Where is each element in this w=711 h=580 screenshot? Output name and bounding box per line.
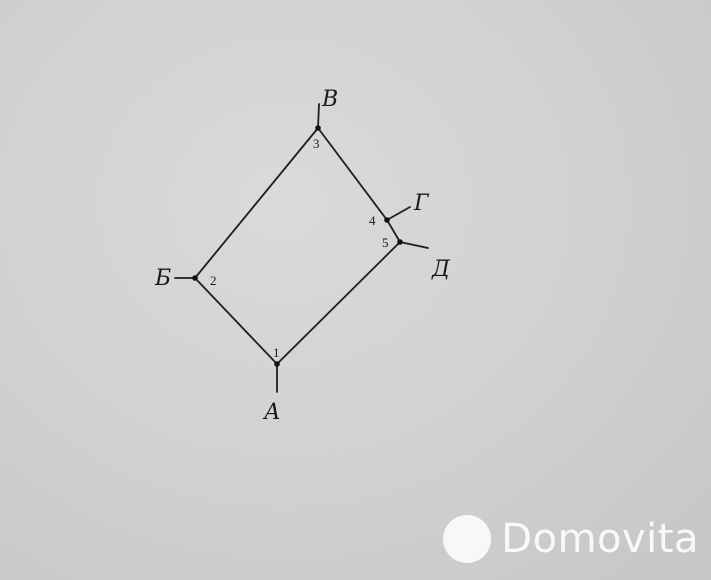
stub-d [399,241,429,249]
watermark-text: Domovita [501,516,699,562]
junction-dot-1 [274,361,280,367]
junction-number-1: 1 [273,345,280,360]
stub-g [386,206,411,221]
node-label-g: Г [413,191,430,216]
junction-number-4: 4 [369,213,376,228]
node-label-a: А [262,400,281,425]
stub-v [317,103,320,129]
node-label-v: В [321,87,338,112]
junction-dot-2 [192,275,198,281]
edge-5-1 [276,241,401,365]
junction-number-3: 3 [313,136,320,151]
junction-number-5: 5 [382,235,389,250]
junction-number-2: 2 [210,273,217,288]
junction-dot-4 [384,217,390,223]
node-label-d: Д [431,257,451,282]
watermark: Domovita [443,504,699,574]
node-label-b: Б [154,266,171,291]
edge-3-4 [317,127,388,221]
edge-2-3 [194,127,319,279]
junction-dot-3 [315,125,321,131]
edge-1-2 [194,277,278,365]
junction-dot-5 [397,239,403,245]
edge-4-5 [386,219,401,243]
watermark-logo-icon [443,515,492,563]
